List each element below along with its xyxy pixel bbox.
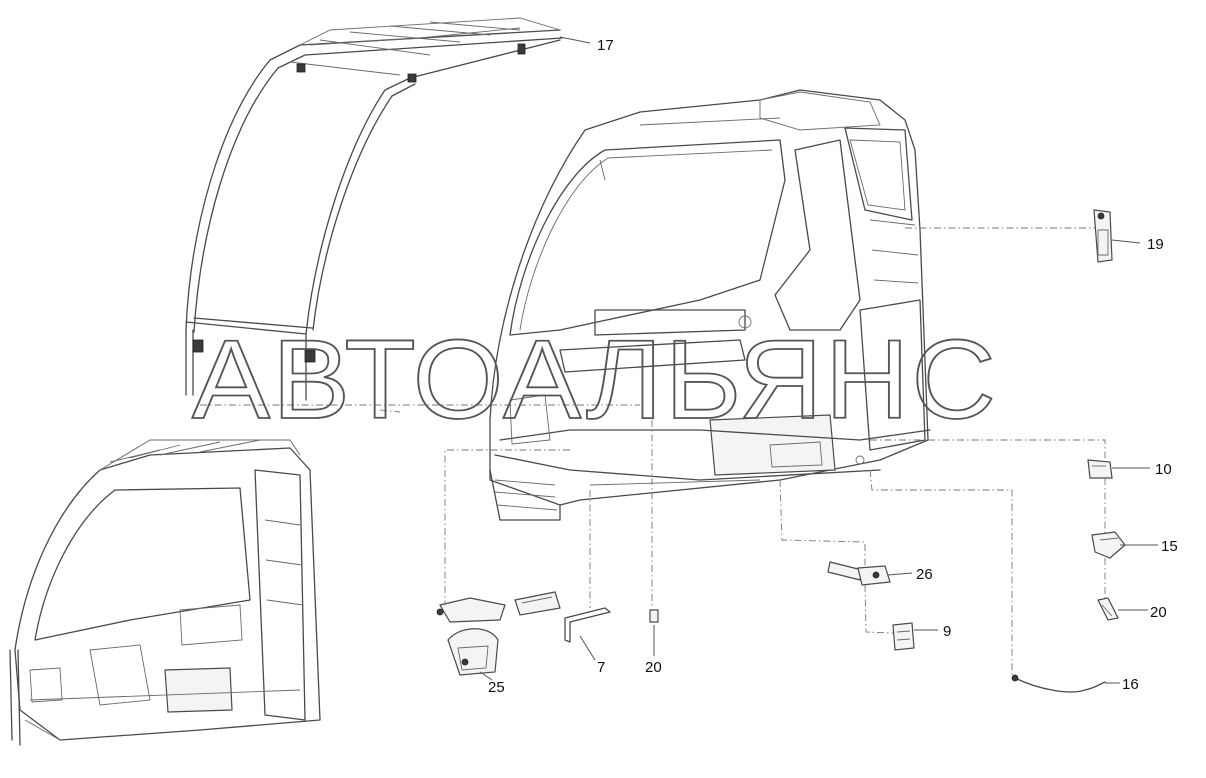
leader-lines: [444, 36, 1158, 684]
bracket-15-part: [1091, 531, 1126, 559]
callout-25: 25: [488, 679, 505, 696]
bracket-10-part: [1087, 459, 1113, 479]
callout-20-right: 20: [1150, 604, 1167, 621]
callout-20-left: 20: [645, 659, 662, 676]
callout-9: 9: [943, 623, 951, 640]
bracket-19-part: [1093, 209, 1113, 263]
cab-body-part: [489, 89, 931, 521]
rod-7-part: [564, 607, 611, 643]
assembled-cab-view: [9, 439, 321, 746]
callout-15: 15: [1161, 538, 1178, 555]
watermark-text: АВТОАЛЬЯНС: [192, 317, 998, 442]
clip-20-left-part: [649, 609, 659, 623]
callout-16: 16: [1122, 676, 1139, 693]
bracket-9-part: [892, 622, 915, 651]
callout-labels: 17 19 10 15 20 26 9 16 25 7 20: [488, 37, 1178, 696]
handle-26-part: [827, 561, 891, 586]
door-handle-25-part: [436, 591, 561, 676]
roof-frame-part: [185, 17, 640, 413]
clip-20-right-part: [1097, 597, 1119, 621]
cable-16-part: [1011, 674, 1106, 693]
callout-26: 26: [916, 566, 933, 583]
callout-10: 10: [1155, 461, 1172, 478]
callout-7: 7: [597, 659, 605, 676]
callout-17: 17: [597, 37, 614, 54]
callout-19: 19: [1147, 236, 1164, 253]
